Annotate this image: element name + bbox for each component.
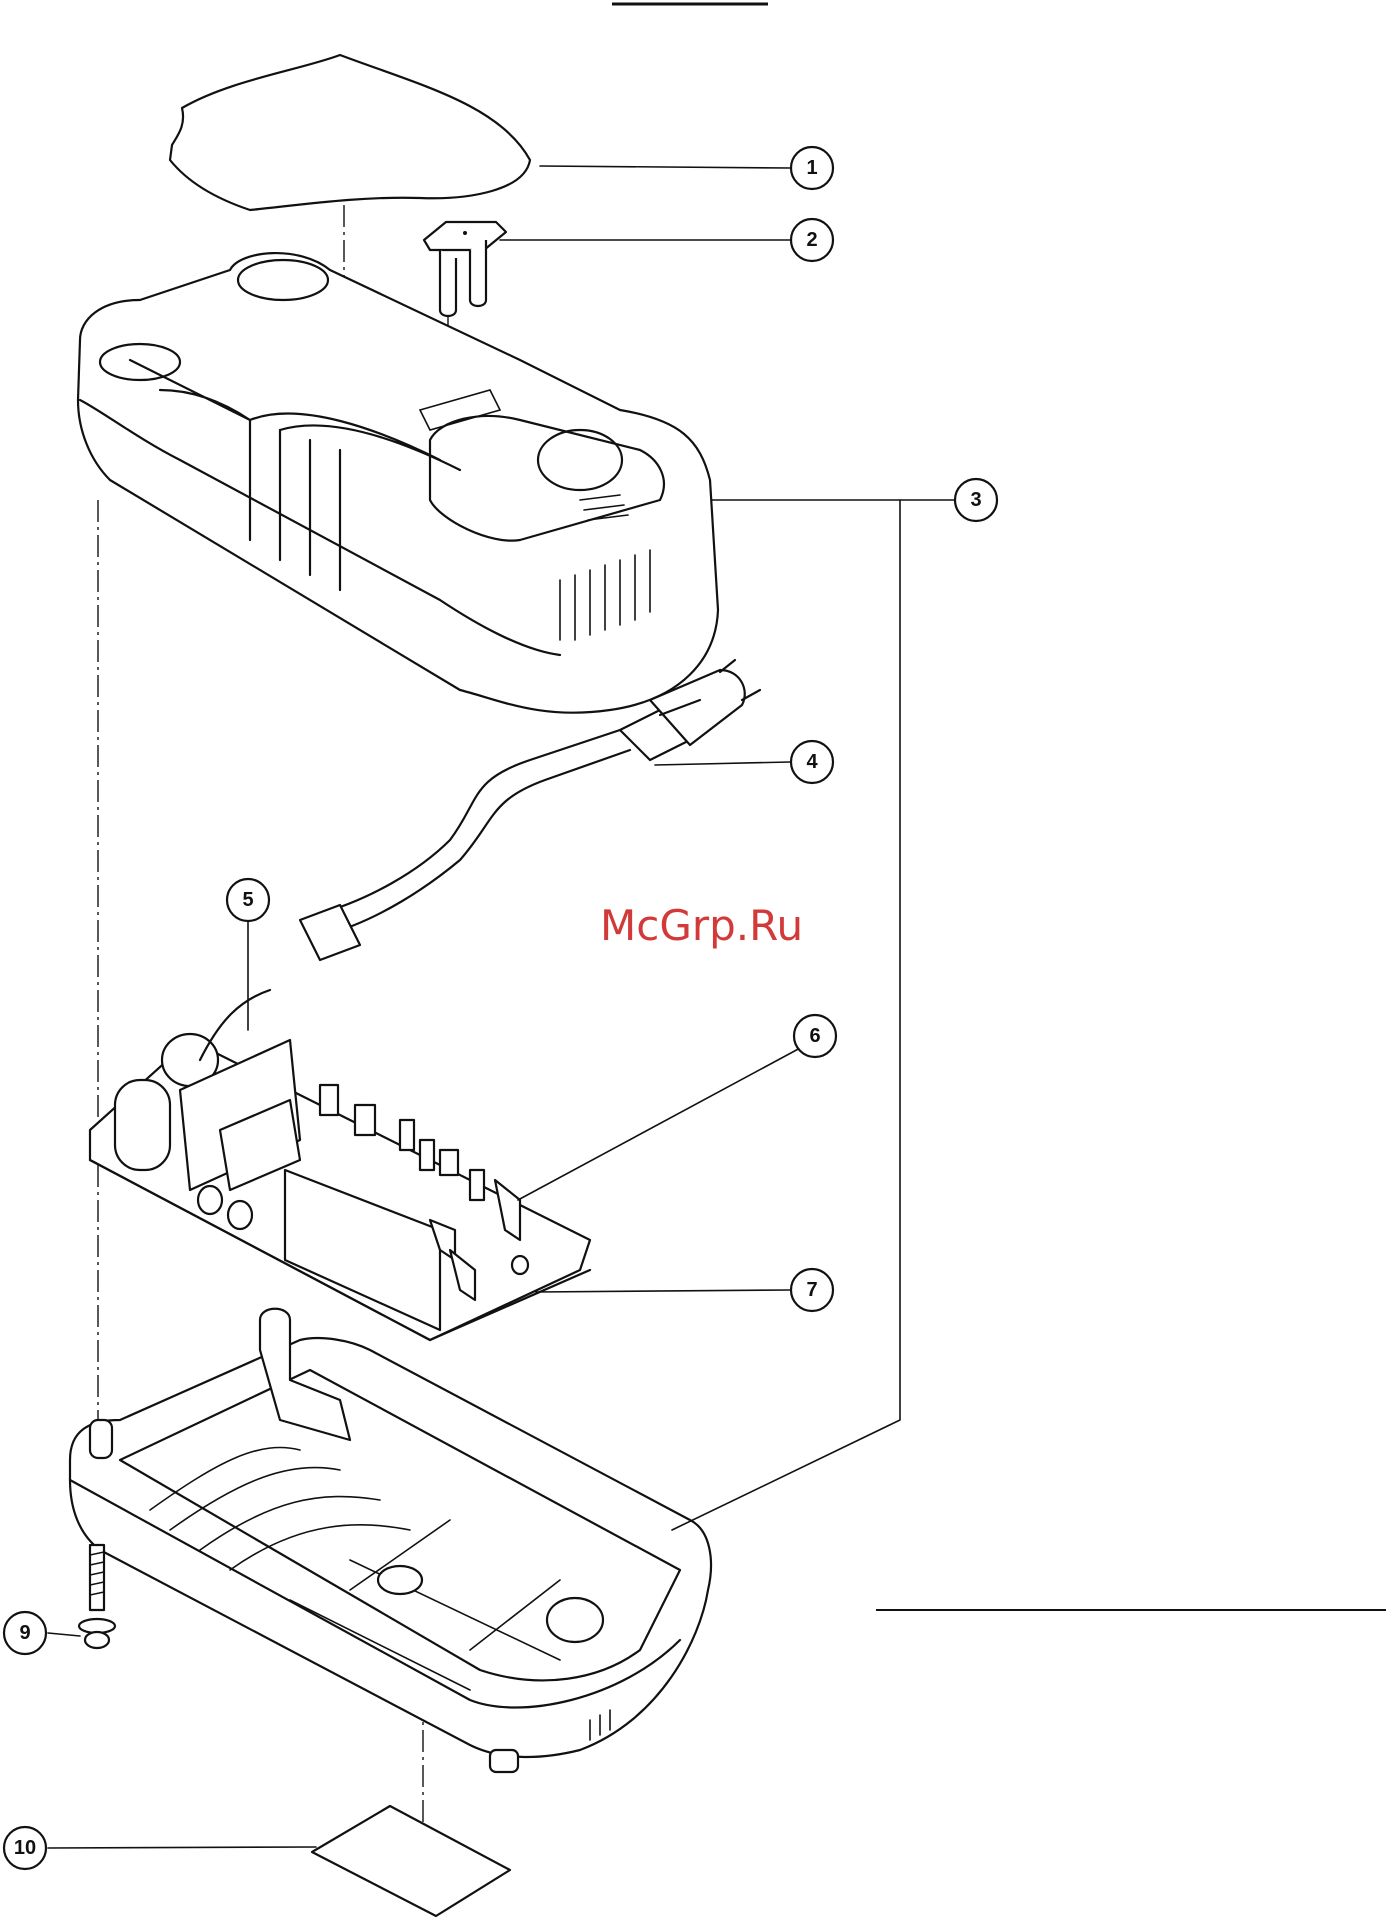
callout-4: 4	[791, 741, 833, 783]
callout-1: 1	[791, 147, 833, 189]
callout-5: 5	[227, 879, 269, 921]
callout-7-label: 7	[806, 1279, 817, 1301]
pcb-assembly	[90, 990, 590, 1340]
callout-6: 6	[794, 1015, 836, 1057]
callout-9: 9	[4, 1612, 46, 1654]
bottom-label	[312, 1806, 510, 1916]
callout-4-label: 4	[806, 751, 818, 773]
callout-3-label: 3	[970, 489, 981, 511]
callout-3: 3	[955, 479, 997, 521]
callout-9-label: 9	[19, 1622, 30, 1644]
charger-top-housing	[78, 253, 718, 713]
callout-7: 7	[791, 1269, 833, 1311]
screw	[79, 1545, 115, 1648]
callout-5-label: 5	[242, 889, 253, 911]
callout-1-label: 1	[806, 157, 817, 179]
callout-2: 2	[791, 219, 833, 261]
callout-10-label: 10	[14, 1837, 36, 1859]
label-sheet	[170, 55, 530, 210]
callout-6-label: 6	[809, 1025, 820, 1047]
watermark-text: McGrp.Ru	[600, 901, 803, 950]
charger-base-housing	[70, 1309, 711, 1772]
contact-bridge	[424, 222, 506, 316]
callout-10: 10	[4, 1827, 46, 1869]
callout-2-label: 2	[806, 229, 817, 251]
